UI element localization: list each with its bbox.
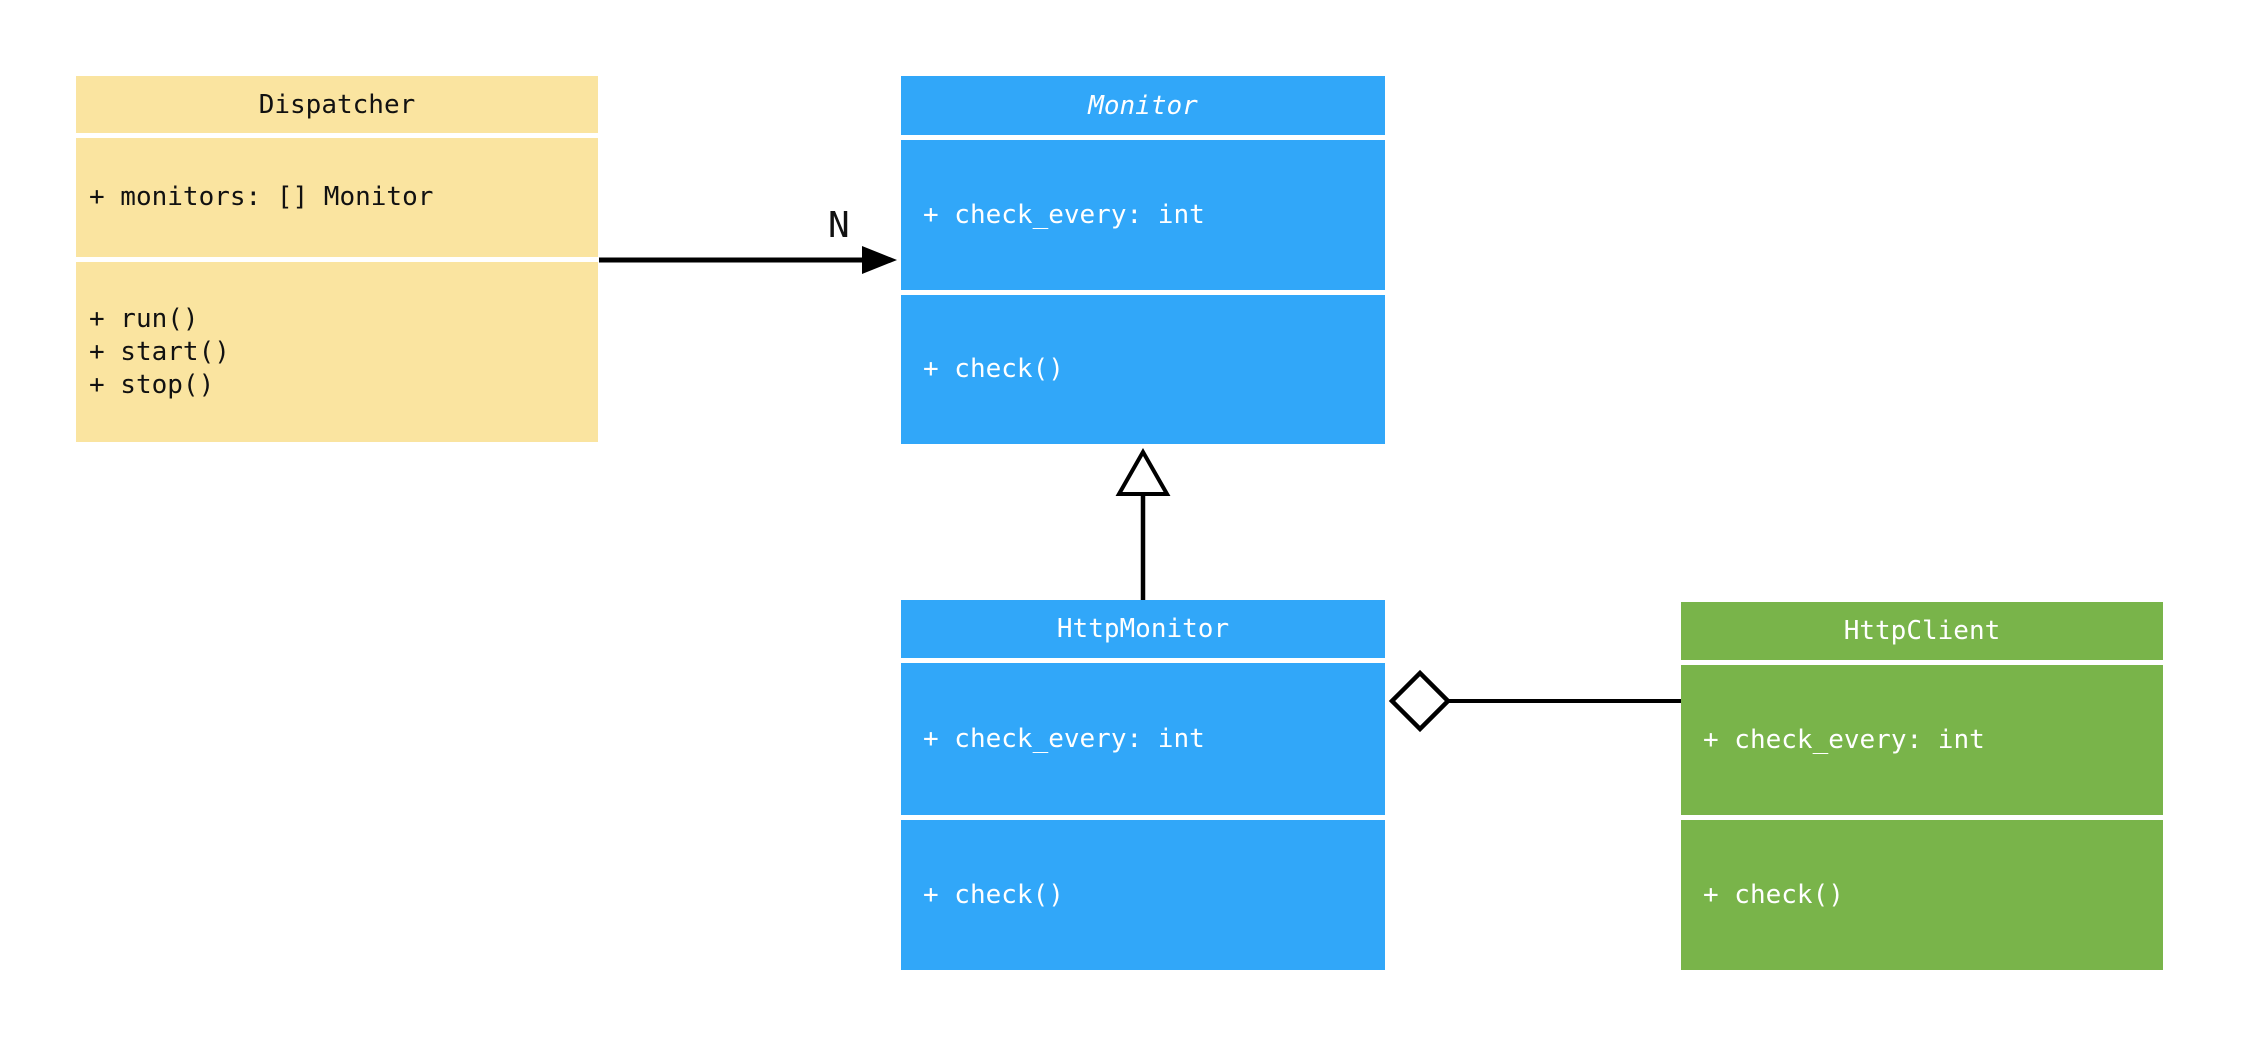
class-http-client-methods: + check()	[1681, 820, 2163, 970]
attribute-line: + monitors: [] Monitor	[89, 182, 434, 212]
class-http-client: HttpClient + check_every: int + check()	[1681, 602, 2163, 970]
class-http-monitor-name: HttpMonitor	[901, 600, 1385, 658]
association-arrowhead-icon	[862, 246, 897, 274]
method-line: + check()	[1703, 879, 1844, 910]
method-line: + check()	[923, 879, 1064, 910]
class-monitor: Monitor + check_every: int + check()	[901, 76, 1385, 444]
method-line: + start()	[89, 336, 230, 367]
attribute-line: + check_every: int	[1703, 724, 1985, 755]
class-http-client-attributes: + check_every: int	[1681, 665, 2163, 815]
aggregation-diamond-icon	[1388, 669, 1452, 733]
class-monitor-name: Monitor	[901, 76, 1385, 135]
class-dispatcher-methods: + run() + start() + stop()	[76, 262, 598, 442]
class-monitor-methods: + check()	[901, 295, 1385, 444]
association-multiplicity-label: N	[828, 205, 850, 246]
class-dispatcher-attributes: + monitors: [] Monitor	[76, 138, 598, 257]
class-http-monitor-methods: + check()	[901, 820, 1385, 970]
class-http-monitor-attributes: + check_every: int	[901, 663, 1385, 815]
class-http-monitor: HttpMonitor + check_every: int + check()	[901, 600, 1385, 970]
class-monitor-attributes: + check_every: int	[901, 140, 1385, 290]
class-dispatcher: Dispatcher + monitors: [] Monitor + run(…	[76, 76, 598, 442]
attribute-line: + check_every: int	[923, 199, 1205, 230]
attribute-line: + check_every: int	[923, 723, 1205, 754]
class-dispatcher-name: Dispatcher	[76, 76, 598, 133]
method-line: + run()	[89, 303, 199, 334]
class-http-client-name: HttpClient	[1681, 602, 2163, 660]
generalization-triangle-icon	[1115, 447, 1171, 496]
method-line: + stop()	[89, 369, 215, 400]
method-line: + check()	[923, 354, 1064, 384]
